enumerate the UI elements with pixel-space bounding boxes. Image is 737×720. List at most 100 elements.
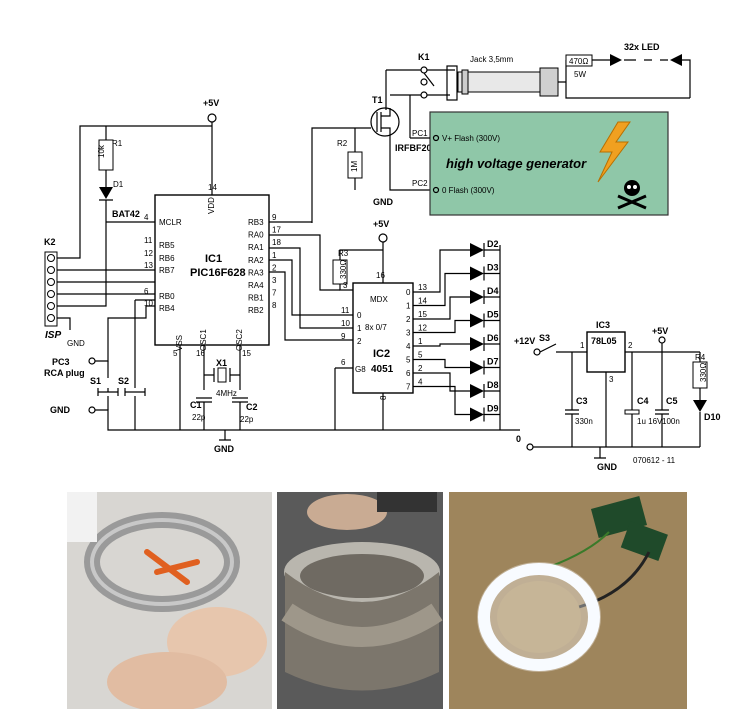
ic1-vdd-pin: 14 <box>208 183 217 192</box>
resistor-r4: R4 330Ω D10 <box>692 352 721 447</box>
c4-value: 1u 16V <box>637 417 663 426</box>
r4-value: 330Ω <box>699 363 708 382</box>
ic1-left-pin-label: RB4 <box>159 304 175 313</box>
led-label: D8 <box>487 380 499 390</box>
led-icon <box>470 313 484 328</box>
ic2-left-pin-num: 9 <box>341 332 346 341</box>
led-icon <box>470 384 484 398</box>
ic1-osc2: OSC2 <box>235 329 244 351</box>
led-wire <box>413 385 500 416</box>
ic2-name: IC2 <box>373 348 390 360</box>
r1-label: R1 <box>112 139 123 148</box>
r470w-label: 5W <box>574 70 586 79</box>
gnd-rca: GND <box>50 405 71 415</box>
led-icon <box>470 290 484 304</box>
ic2-left-pin-label: 2 <box>357 337 362 346</box>
c1-value: 22p <box>192 413 206 422</box>
plus12v-label: +12V <box>514 336 535 346</box>
ic1-chip <box>154 194 270 346</box>
ic2-right-pin-num: 4 <box>418 378 423 387</box>
figure-id: 070612 - 11 <box>633 456 676 465</box>
led-a-icon <box>610 54 622 66</box>
r4-label: R4 <box>695 353 706 362</box>
ic3-name: IC3 <box>596 320 610 330</box>
ic2-right-pin-num: 13 <box>418 283 427 292</box>
ic2-left-pin-label: 1 <box>357 324 362 333</box>
ic1-part: PIC16F628 <box>190 267 246 279</box>
ic1-left-pin-label: RB5 <box>159 241 175 250</box>
ic1-left-pin-num: 10 <box>144 299 153 308</box>
c3-label: C3 <box>576 396 588 406</box>
transistor-t1: T1 IRFBF20 <box>370 95 432 153</box>
t1-label: T1 <box>372 95 383 105</box>
ic2-right-pin-label: 6 <box>406 369 411 378</box>
jack-label: Jack 3,5mm <box>470 55 513 64</box>
ic1-left-pin-label: MCLR <box>159 218 182 227</box>
ic2-right-pin-num: 2 <box>418 364 423 373</box>
ic2-right-pin-label: 7 <box>406 383 411 392</box>
s1-label: S1 <box>90 376 101 386</box>
pc3-label: PC3 <box>52 357 70 367</box>
ic2-mdx: MDX <box>370 295 388 304</box>
led-label: D6 <box>487 333 499 343</box>
ic3-pin1: 1 <box>580 341 585 350</box>
k2-pin <box>47 314 55 322</box>
gnd-t1: GND <box>373 197 394 207</box>
ic1-right-pin-num: 1 <box>272 251 277 260</box>
r3-value: 330Ω <box>339 260 348 279</box>
cap-c5: C5 100n <box>655 352 680 447</box>
cap-c2: C2 22p <box>232 397 258 430</box>
c4-label: C4 <box>637 396 649 406</box>
gnd-reg: GND <box>597 462 618 470</box>
ic1-osc1: OSC1 <box>199 329 208 351</box>
led32-label: 32x LED <box>624 42 660 52</box>
ic2-right-pin-label: 0 <box>406 288 411 297</box>
s2-label: S2 <box>118 376 129 386</box>
ic2-chip <box>352 282 414 394</box>
led-wire <box>413 358 500 369</box>
ic3-pin3: 3 <box>609 375 614 384</box>
pc2-label: PC2 <box>412 179 428 188</box>
led-d10-icon <box>693 400 707 412</box>
ic1-left-pin-label: RB6 <box>159 254 175 263</box>
ic1-right-pin-label: RA1 <box>248 243 264 252</box>
ic2-right-pin-label: 5 <box>406 356 411 365</box>
ic1-left-pin-num: 4 <box>144 213 149 222</box>
ic1-left-pin-num: 13 <box>144 261 153 270</box>
led-label: D9 <box>487 404 499 414</box>
hv-zero: 0 Flash (300V) <box>442 186 495 195</box>
led-wire <box>413 372 500 392</box>
x1-value: 4MHz <box>216 389 237 398</box>
pc1-label: PC1 <box>412 129 428 138</box>
ic1-right-pin-num: 3 <box>272 276 277 285</box>
photo-ring-lit <box>449 492 687 709</box>
c2-value: 22p <box>240 415 254 424</box>
ic1-osc1-pin: 16 <box>196 349 205 358</box>
plus5v-top: +5V <box>203 98 219 108</box>
ic2-right-pin-num: 15 <box>418 310 427 319</box>
ic1-left-pin-num: 12 <box>144 249 153 258</box>
r470-label: 470Ω <box>569 57 588 66</box>
hv-generator-panel <box>429 111 669 216</box>
ic2-right-pin-num: 1 <box>418 337 423 346</box>
r3-label: R3 <box>338 249 349 258</box>
gnd-k2: GND <box>67 339 85 348</box>
isp-label: ISP <box>45 330 61 341</box>
led-icon <box>470 337 484 351</box>
led-icon <box>470 243 484 257</box>
ic1-left-pin-label: RB0 <box>159 292 175 301</box>
ic2-g8: G8 <box>355 365 366 374</box>
ic3-chip <box>586 331 626 373</box>
ic1-right-pin-num: 8 <box>272 301 277 310</box>
cap-c3: C3 330n <box>565 352 593 447</box>
ic1-right-pin-label: RA0 <box>248 231 264 240</box>
ic2-right-pin-num: 12 <box>418 324 427 333</box>
ic2-pin16: 16 <box>376 271 385 280</box>
ic1-osc2-pin: 15 <box>242 349 251 358</box>
led-label: D5 <box>487 310 499 320</box>
led-icon <box>470 360 484 375</box>
ic2-left-pin-num: 10 <box>341 319 350 328</box>
r2-value: 1M <box>350 161 359 172</box>
